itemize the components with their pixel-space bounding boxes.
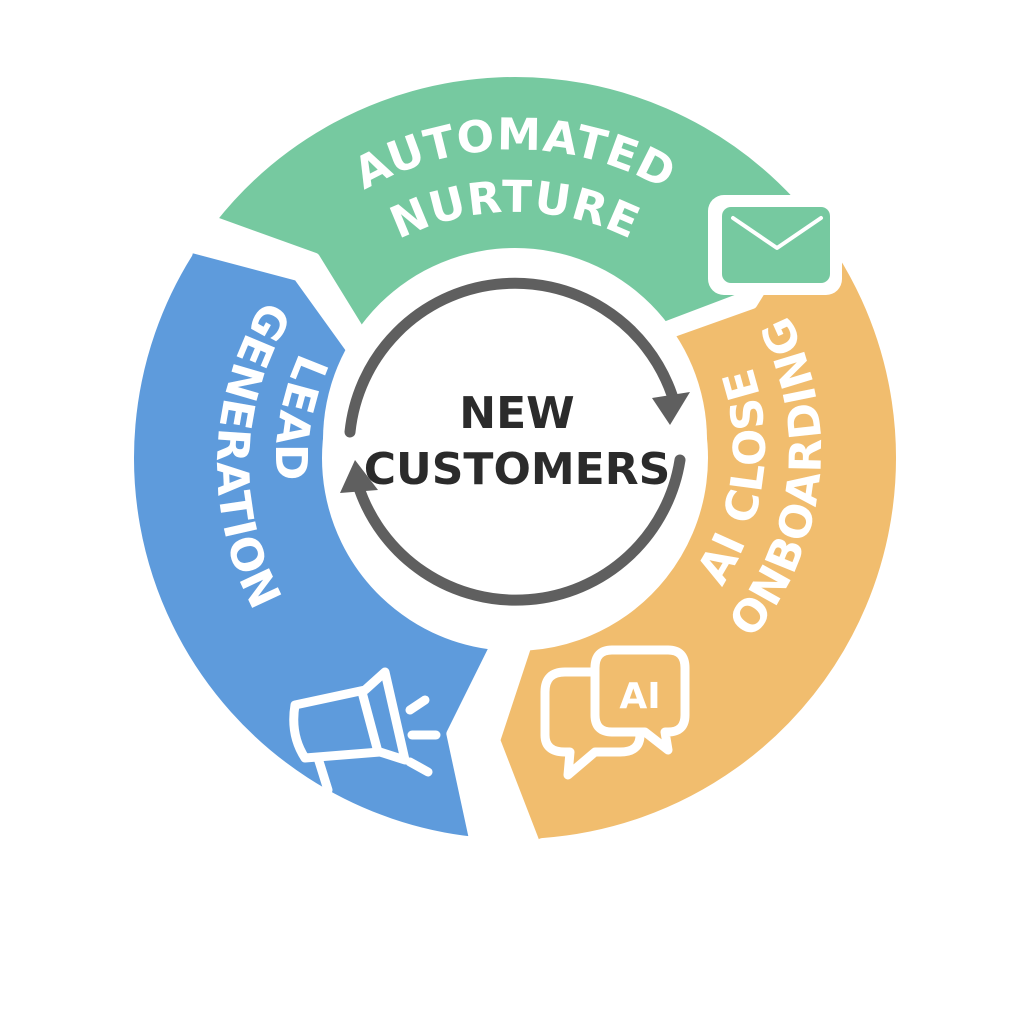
- arrowhead-right-icon: [652, 392, 690, 425]
- ai-icon-label: AI: [619, 676, 660, 717]
- cycle-arrow-bottom: [352, 454, 686, 606]
- megaphone-icon: [289, 667, 441, 795]
- stage-lead-generation: [124, 236, 501, 847]
- cycle-arrows: [344, 277, 686, 606]
- center-title-line2: CUSTOMERS: [364, 444, 671, 495]
- center-disc: [323, 248, 707, 632]
- envelope-icon: [708, 195, 842, 295]
- ai-chat-icon: AI: [540, 645, 690, 780]
- center-title-line1: NEW: [459, 388, 574, 439]
- cycle-arrow-top: [344, 277, 678, 438]
- arrowhead-left-icon: [340, 460, 378, 493]
